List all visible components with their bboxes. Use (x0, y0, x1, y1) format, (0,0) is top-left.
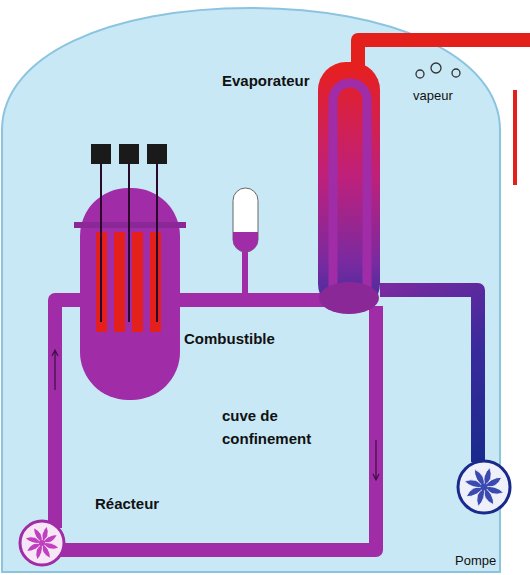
containment-dome (2, 8, 500, 572)
control-rods (101, 163, 157, 322)
component-label: Pompe (455, 553, 496, 569)
steam-line (513, 90, 517, 185)
component-label: Réacteur (95, 495, 159, 513)
pressurizer-water (233, 232, 258, 252)
steam-generator (318, 62, 380, 312)
pump-hub (481, 484, 488, 491)
primary-pump (20, 521, 64, 565)
pump-hub (39, 540, 45, 546)
steam-pipe (358, 40, 530, 70)
feed-pump (458, 461, 510, 513)
control-rod-drives (91, 144, 167, 164)
tube-plenum (319, 282, 379, 314)
u-tube (333, 83, 367, 300)
pressurizer-stem (242, 250, 248, 300)
pressurizer (233, 188, 258, 252)
component-label: Combustible (184, 330, 275, 348)
steam-label: vapeur (413, 88, 453, 104)
steam-bubbles (416, 63, 460, 78)
feedwater-pipe (380, 290, 478, 462)
component-label: cuve de confinement (222, 405, 332, 450)
component-label: Evaporateur (222, 72, 310, 90)
